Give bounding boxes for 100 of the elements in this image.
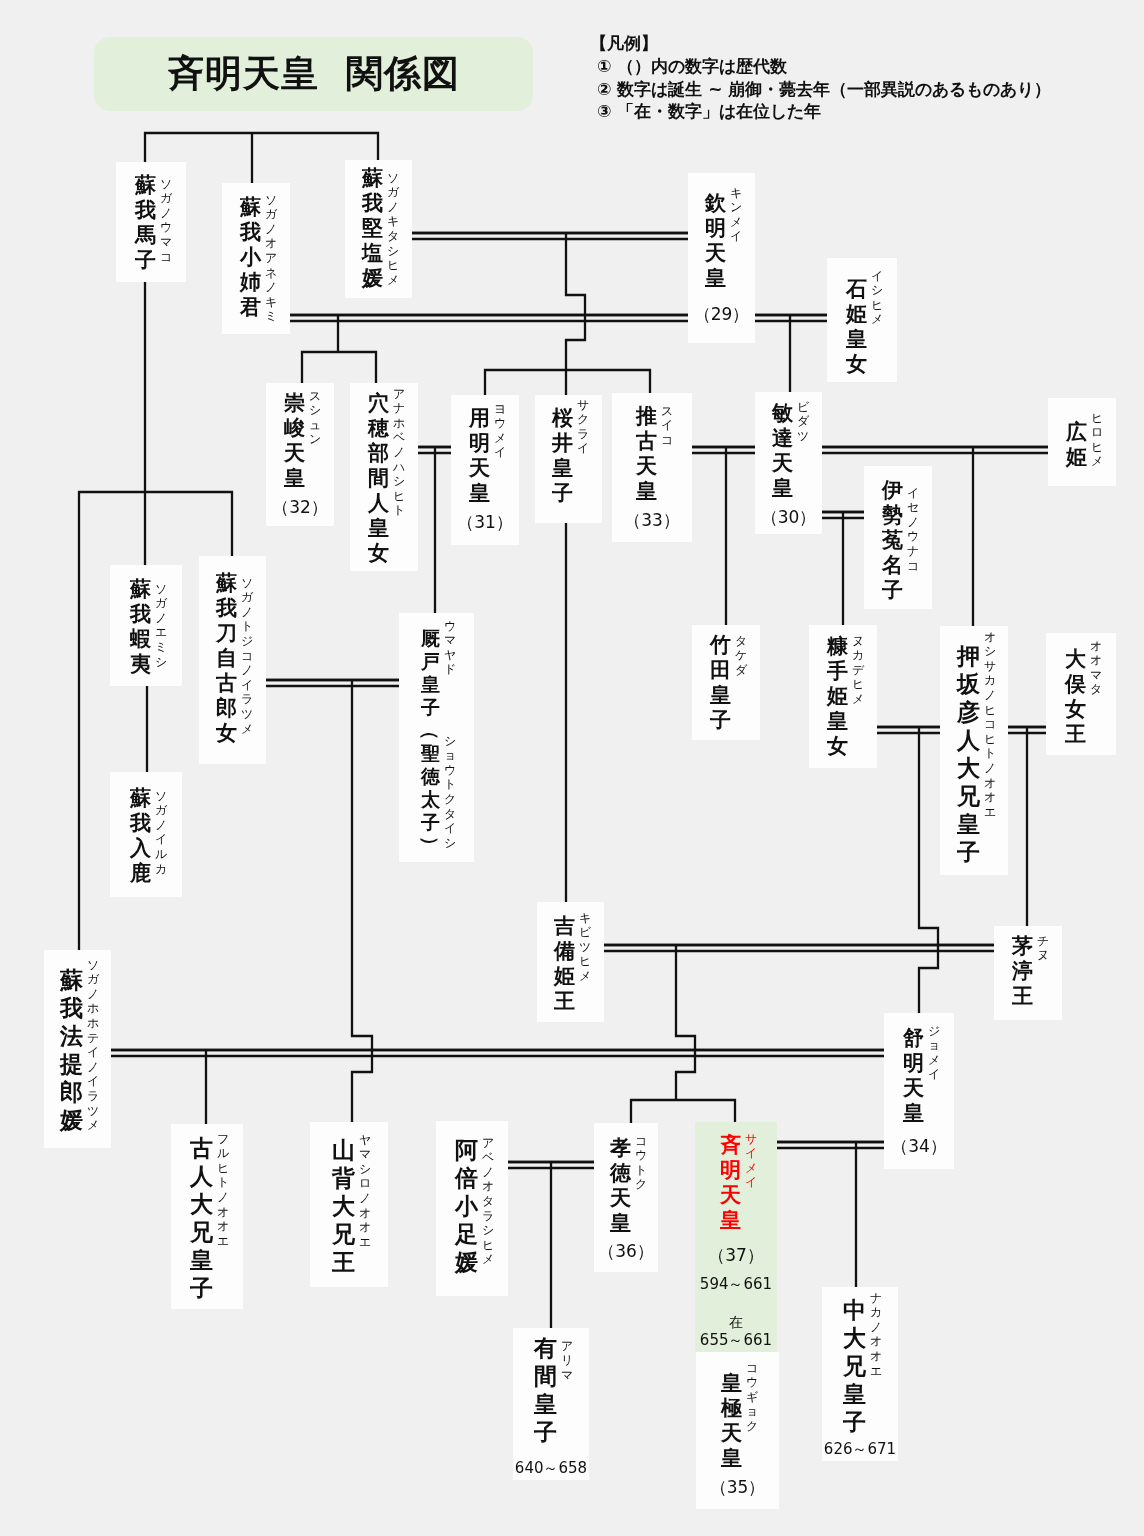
succession-number: （32） <box>272 497 328 517</box>
person-name: 阿倍小足媛 <box>454 1136 478 1276</box>
person-card <box>688 173 755 343</box>
person-name: 糠手姫皇女 <box>826 633 848 759</box>
name-reading: ソガノオアネノキミ <box>264 192 276 325</box>
name-reading: フルヒトノオオエ <box>216 1131 229 1249</box>
name-reading: コウギョク <box>746 1360 758 1434</box>
legend-note: ③ 「在・数字」は在位した年 <box>597 100 822 122</box>
succession-number: （35） <box>709 1477 766 1497</box>
person-name: 茅渟王 <box>1011 933 1033 1009</box>
person-card <box>436 1121 508 1296</box>
highlighted-person-card <box>695 1122 777 1352</box>
person-name: 蘇我刀自古郎女 <box>216 570 237 746</box>
name-reading: イシヒメ <box>870 268 882 328</box>
person-card <box>940 626 1008 875</box>
person-name: 蘇我馬子 <box>134 172 156 273</box>
succession-number: （31） <box>457 512 513 532</box>
name-reading: ジョメイ <box>927 1023 939 1083</box>
name-reading: ソガノイルカ <box>154 788 166 877</box>
person-card <box>809 625 877 768</box>
succession-number: （36） <box>598 1241 654 1261</box>
name-reading: ソガノエミシ <box>154 581 166 670</box>
person-name: 吉備姫王 <box>554 913 575 1014</box>
diagram-title: 斉明天皇 関係図 <box>94 37 533 111</box>
person-card <box>310 1122 388 1287</box>
name-reading: オオマタ <box>1089 638 1101 698</box>
person-name: 舒明天皇 <box>902 1025 924 1126</box>
person-card <box>692 625 760 740</box>
person-card <box>110 565 182 686</box>
name-reading: ソガノウマコ <box>159 176 171 265</box>
lineage-line <box>143 131 252 162</box>
person-name: 崇峻天皇 <box>283 390 305 491</box>
lineage-line <box>564 523 568 902</box>
person-name: 穴穂部間人皇女 <box>367 390 389 566</box>
person-card <box>1048 398 1116 486</box>
person-name: 大俣女王 <box>1064 646 1086 747</box>
person-card <box>884 1013 954 1169</box>
legend-heading: 【凡例】 <box>590 32 658 54</box>
reign-label: 在 <box>729 1313 743 1331</box>
name-reading: ショウトクタイシ <box>444 733 456 851</box>
person-card <box>44 950 111 1148</box>
person-card <box>199 556 266 764</box>
name-reading: ヌカデヒメ <box>851 633 863 707</box>
person-card <box>399 613 474 862</box>
person-card <box>222 183 290 334</box>
name-reading: ソガノキタシヒメ <box>387 170 399 288</box>
person-card <box>1046 633 1116 755</box>
person-card <box>266 383 334 526</box>
legend-note: ① （）内の数字は歴代数 <box>597 55 788 77</box>
life-years: 626～671 <box>823 1440 897 1458</box>
person-name: 山背大兄王 <box>331 1136 355 1276</box>
name-reading: アナホベノハシヒト <box>392 386 404 519</box>
person-card <box>594 1123 658 1272</box>
succession-number: （33） <box>624 510 680 530</box>
person-name: 推古天皇 <box>635 403 657 504</box>
person-name: 蘇我法提郎媛 <box>60 966 83 1134</box>
person-card <box>827 258 897 382</box>
person-name: 広姫 <box>1065 419 1087 470</box>
name-reading: ヤマシロノオオエ <box>358 1132 371 1250</box>
reign-years: 655～661 <box>699 1331 773 1349</box>
person-name: 皇極天皇 <box>721 1370 742 1471</box>
person-card <box>864 466 932 609</box>
name-reading: キンメイ <box>730 185 742 245</box>
name-reading: ナカノオオエ <box>869 1290 882 1379</box>
person-name: 押坂彦人大兄皇子 <box>956 642 980 866</box>
name-reading: アリマ <box>560 1338 573 1383</box>
name-reading: ウマヤド <box>444 618 456 678</box>
person-card <box>513 1328 589 1480</box>
person-card <box>350 383 418 571</box>
person-card <box>451 395 519 545</box>
person-name: 斉明天皇 <box>719 1132 741 1233</box>
person-name: 孝徳天皇 <box>609 1135 631 1236</box>
person-card <box>994 926 1062 1020</box>
person-name: 敏達天皇 <box>772 400 793 501</box>
name-reading: アベノオタラシヒメ <box>481 1135 494 1268</box>
person-name: 蘇我入鹿 <box>129 785 151 886</box>
name-reading: キビツヒメ <box>579 910 591 984</box>
legend-note: ② 数字は誕生 ~ 崩御・薨去年（一部異説のあるものあり） <box>597 78 1052 100</box>
person-name: 伊勢菟名子 <box>881 477 903 603</box>
succession-number: （30） <box>760 507 817 527</box>
person-card <box>110 772 182 897</box>
lineage-line <box>252 131 380 160</box>
name-reading: ビダツ <box>797 399 809 444</box>
person-card <box>171 1124 243 1309</box>
person-name: 蘇我蝦夷 <box>129 576 151 677</box>
lineage-line <box>145 686 149 772</box>
person-card <box>116 162 186 282</box>
person-card <box>822 1287 898 1461</box>
name-reading: ソガノトジコノイラツメ <box>241 575 253 737</box>
name-reading: コウトク <box>634 1133 646 1193</box>
person-name: 中大兄皇子 <box>842 1296 866 1436</box>
person-name: 石姫皇女 <box>845 276 867 377</box>
person-name: 竹田皇子 <box>709 632 731 733</box>
person-name: 有間皇子 <box>533 1334 557 1446</box>
name-reading: タケダ <box>734 633 746 678</box>
life-years: 640～658 <box>514 1459 588 1477</box>
person-card <box>537 902 604 1022</box>
name-reading: サクライ <box>577 397 589 457</box>
person-name: 桜井皇子 <box>552 405 573 506</box>
person-name: 用明天皇 <box>468 405 490 506</box>
